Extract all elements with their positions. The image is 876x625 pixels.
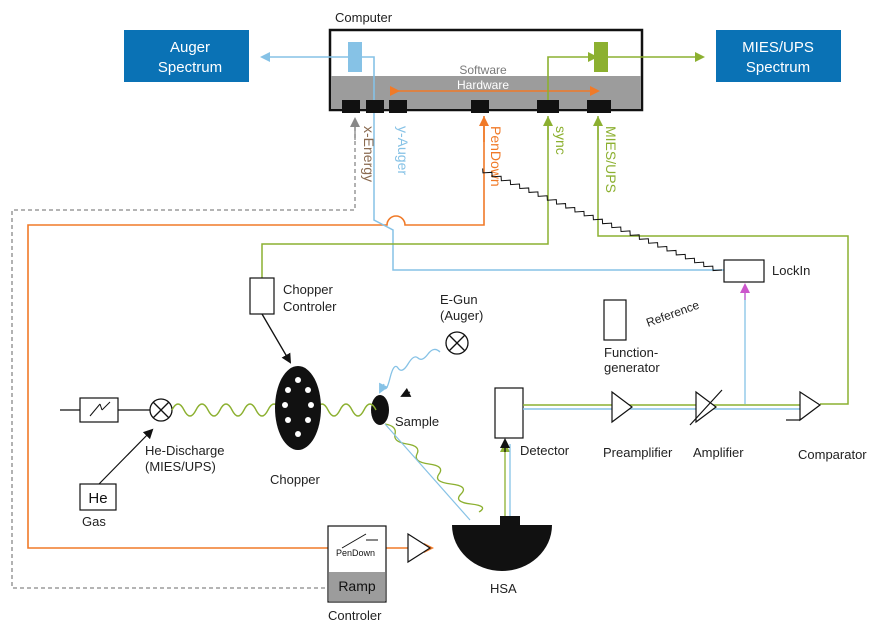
- computer-block: Computer Software Hardware: [328, 10, 644, 113]
- preamplifier: Preamplifier: [603, 390, 673, 460]
- pendown-label: PenDown: [488, 126, 504, 187]
- auger-box-line2: Spectrum: [158, 59, 222, 76]
- hsa: HSA: [452, 516, 552, 596]
- gas-label: Gas: [82, 514, 106, 529]
- chopper-controler: Chopper Controler: [249, 277, 337, 315]
- computer-title: Computer: [335, 10, 393, 25]
- egun-line1: E-Gun: [440, 292, 478, 307]
- ramp-label: Ramp: [338, 578, 376, 594]
- amplifier-label: Amplifier: [693, 445, 744, 460]
- ramp-controler: PenDown Ramp Controler: [327, 525, 387, 623]
- he-source: [60, 397, 150, 423]
- y-auger-label: y-Auger: [395, 126, 411, 175]
- auger-box-line1: Auger: [170, 39, 210, 56]
- sample-hsa-blue-line: [384, 423, 471, 521]
- sync-label: sync: [553, 126, 569, 155]
- egun: E-Gun (Auger): [440, 292, 483, 355]
- fg-line1: Function-: [604, 345, 658, 360]
- mies-ups-port-label: MIES/UPS: [603, 126, 619, 193]
- lockin: LockIn: [723, 259, 810, 283]
- he-discharge-line1: He-Discharge: [145, 443, 224, 458]
- ramp-pendown-label: PenDown: [336, 548, 375, 558]
- he-label: He: [88, 490, 107, 507]
- mies-box-line2: Spectrum: [746, 59, 810, 76]
- comparator: Comparator: [786, 390, 867, 462]
- chopper-controler-line1: Chopper: [283, 282, 334, 297]
- mies-spectrum-box: MIES/UPS Spectrum: [716, 30, 841, 82]
- hardware-label: Hardware: [457, 78, 509, 92]
- egun-line2: (Auger): [440, 308, 483, 323]
- sample-hsa-green-wave: [384, 423, 484, 513]
- port-x-energy: [342, 100, 360, 113]
- detector: Detector: [494, 387, 570, 458]
- he-discharge-lamp: [149, 398, 173, 422]
- sample: Sample: [371, 395, 439, 429]
- lockin-label: LockIn: [772, 263, 810, 278]
- port-mies: [587, 100, 611, 113]
- port-sync: [537, 100, 559, 113]
- sample-label: Sample: [395, 414, 439, 429]
- mies-box-line1: MIES/UPS: [742, 39, 814, 56]
- port-extra: [389, 100, 407, 113]
- ramp-amplifier: [407, 532, 432, 564]
- port-y-auger: [366, 100, 384, 113]
- amplifier: Amplifier: [689, 389, 744, 460]
- he-gas: He Gas: [79, 483, 117, 529]
- he-discharge-line2: (MIES/UPS): [145, 459, 216, 474]
- mies-beam-wave: [171, 403, 377, 417]
- hsa-label: HSA: [490, 581, 517, 596]
- auger-spectrum-box: Auger Spectrum: [124, 30, 249, 82]
- function-generator: Function- generator: [603, 299, 660, 375]
- x-energy-label: x-Energy: [361, 126, 377, 182]
- comparator-label: Comparator: [798, 447, 867, 462]
- controler-label: Controler: [328, 608, 382, 623]
- fg-line2: generator: [604, 360, 660, 375]
- reference-label: Reference: [644, 298, 701, 330]
- reference-squarewave: [482, 168, 723, 272]
- chopper-label: Chopper: [270, 472, 321, 487]
- software-label: Software: [459, 63, 507, 77]
- port-pendown: [471, 100, 489, 113]
- detector-label: Detector: [520, 443, 570, 458]
- preamplifier-label: Preamplifier: [603, 445, 673, 460]
- chopper-disk: [275, 366, 321, 450]
- chopper-controler-line2: Controler: [283, 299, 337, 314]
